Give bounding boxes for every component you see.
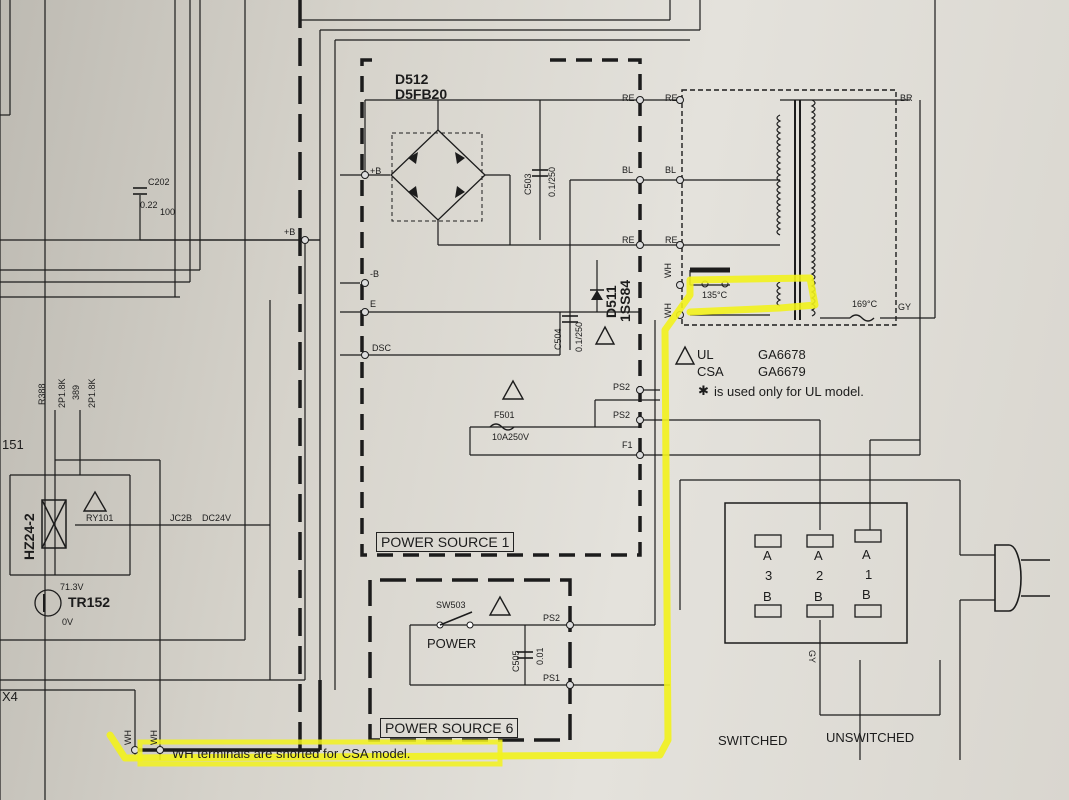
trafo-gy: GY xyxy=(898,302,912,312)
ps6-terminal-ps1: PS1 xyxy=(543,673,561,683)
terminal-bl: BL xyxy=(622,165,634,175)
fuses xyxy=(489,314,875,431)
ps6-terminal-ps2: PS2 xyxy=(543,613,561,623)
highlight-trace xyxy=(106,274,819,762)
relay-ry101 xyxy=(41,499,67,549)
terminal-re-2: RE xyxy=(622,235,635,245)
r388-ref: R388 xyxy=(37,383,47,405)
fuse-ref: F501 xyxy=(494,410,515,420)
terminal-dsc: DSC xyxy=(372,343,392,353)
transistor-ref: TR152 xyxy=(68,594,111,610)
connector-ref: JC2B xyxy=(170,513,193,523)
d511-ref: D511 xyxy=(603,285,619,318)
trafo-wh-1: WH xyxy=(663,263,673,278)
transformer-outline xyxy=(681,89,897,326)
c504-ref: C504 xyxy=(553,328,563,350)
terminal-nodes xyxy=(131,96,684,754)
star-icon: ✱ xyxy=(698,383,709,398)
outlet-b3-letter: B xyxy=(763,589,772,604)
outlet-a2-letter: A xyxy=(814,548,823,563)
power-switch-sw503 xyxy=(436,611,474,629)
dc-voltage: DC24V xyxy=(202,513,232,523)
d511-part: 1SS84 xyxy=(617,279,633,322)
wh-label-2: WH xyxy=(149,730,159,745)
power-source-6-title: POWER SOURCE 6 xyxy=(380,718,519,738)
outlet-a3-num: 3 xyxy=(765,568,773,583)
outlet-gy-label: GY xyxy=(807,650,817,664)
outlet-b1-letter: B xyxy=(862,587,871,602)
tr-voltage-bottom: 0V xyxy=(62,617,74,627)
c503-value: 0.1/250 xyxy=(547,166,557,197)
switch-ref: SW503 xyxy=(436,600,466,610)
terminal-f1: F1 xyxy=(622,440,633,450)
b-plus-label: +B xyxy=(284,227,296,237)
note-csa-prefix: CSA xyxy=(697,364,724,379)
note-ul: GA6678 xyxy=(758,347,806,362)
footnote: WH terminals are shorted for CSA model. xyxy=(172,746,411,761)
thermal-fuse-169: 169°C xyxy=(852,299,878,309)
bridge-part: D5FB20 xyxy=(395,86,448,102)
zener-ref: HZ24-2 xyxy=(21,513,37,560)
unswitched-label: UNSWITCHED xyxy=(826,730,915,745)
switched-label: SWITCHED xyxy=(718,733,788,748)
warning-icons xyxy=(82,325,696,616)
trafo-bl: BL xyxy=(665,165,677,175)
c202-voltage: 100 xyxy=(160,207,176,217)
terminal-ps2-a: PS2 xyxy=(613,382,631,392)
terminal-minus-b: -B xyxy=(370,269,379,279)
c202-value: 0.22 xyxy=(140,200,158,210)
capacitors xyxy=(133,169,578,659)
outlet-box xyxy=(724,502,908,644)
terminal-ps2-b: PS2 xyxy=(613,410,631,420)
c503-ref: C503 xyxy=(523,173,533,195)
outlet-a1-num: 1 xyxy=(865,567,873,582)
note-ul-prefix: UL xyxy=(697,347,714,362)
terminal-e: E xyxy=(370,299,377,309)
outlet-a3-letter: A xyxy=(763,548,772,563)
terminal-re-1: RE xyxy=(622,93,635,103)
switch-label: POWER xyxy=(427,636,477,651)
r389-ref: 389 xyxy=(71,384,81,400)
module-borders xyxy=(135,0,642,752)
outlet-a1-letter: A xyxy=(862,547,871,562)
c505-value: 0.01 xyxy=(535,647,545,665)
tr-voltage-top: 71.3V xyxy=(60,582,84,592)
bridge-rectifier-d512 xyxy=(390,129,486,222)
relay-ref: RY101 xyxy=(86,513,114,523)
terminal-plus-b: +B xyxy=(370,166,382,176)
note-csa: GA6679 xyxy=(758,364,806,379)
power-source-1-title: POWER SOURCE 1 xyxy=(376,532,515,552)
highlight-footnote xyxy=(137,739,503,767)
note-star: is used only for UL model. xyxy=(714,384,864,399)
r389-value: 2P1.8K xyxy=(87,378,97,408)
trafo-br: BR xyxy=(900,93,913,103)
fuse-rating: 10A250V xyxy=(492,432,530,442)
wiring xyxy=(0,0,995,800)
left-cut-label-2: X4 xyxy=(2,689,18,704)
c504-value: 0.1/250 xyxy=(574,321,584,352)
diode-d511 xyxy=(590,289,604,300)
trafo-wh-2: WH xyxy=(663,303,673,318)
outlet-b2-letter: B xyxy=(814,589,823,604)
ac-plug-icon xyxy=(994,544,1050,612)
transistor-tr152 xyxy=(34,589,62,617)
r388-value: 2P1.8K xyxy=(57,378,67,408)
c202-ref: C202 xyxy=(148,177,170,187)
bridge-ref: D512 xyxy=(395,71,429,87)
trafo-re-1: RE xyxy=(665,93,678,103)
outlet-a2-num: 2 xyxy=(816,568,824,583)
trafo-re-2: RE xyxy=(665,235,678,245)
thermal-fuse-135: 135°C xyxy=(702,290,728,300)
wh-label-1: WH xyxy=(123,730,133,745)
left-cut-label-1: 151 xyxy=(2,437,24,452)
c505-ref: C505 xyxy=(511,650,521,672)
